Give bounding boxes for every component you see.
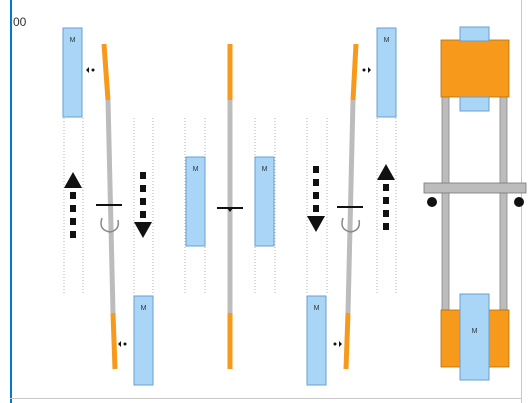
arrow-up-left bbox=[64, 172, 82, 238]
left-border bbox=[10, 0, 12, 403]
tilted-rod-left bbox=[96, 43, 122, 370]
lane-lines-right bbox=[306, 118, 397, 295]
motor-top-right: M bbox=[376, 27, 397, 118]
arrow-down-right bbox=[307, 166, 325, 232]
panel-center: M M bbox=[184, 44, 276, 369]
panel-tilted-left: M M bbox=[62, 27, 154, 386]
motor-label: M bbox=[141, 305, 147, 312]
motor-carriage: M bbox=[459, 293, 490, 381]
motor-label: M bbox=[262, 166, 268, 173]
lane-lines-center bbox=[184, 118, 276, 295]
panel-tilted-right: M M bbox=[306, 27, 397, 386]
arrow-down-left bbox=[134, 172, 152, 238]
top-block bbox=[440, 26, 510, 112]
motor-center-right: M bbox=[254, 156, 275, 247]
motor-label: M bbox=[193, 166, 199, 173]
motor-center-left: M bbox=[185, 156, 206, 247]
motor-label: M bbox=[314, 305, 320, 312]
crossbar bbox=[423, 182, 527, 207]
motor-label: M bbox=[384, 37, 390, 44]
bottom-border bbox=[10, 398, 522, 399]
lane-lines-left bbox=[63, 118, 154, 295]
tilted-rod-right bbox=[337, 43, 363, 370]
carriage-rails bbox=[441, 94, 508, 311]
motor-bottom-left: M bbox=[133, 295, 154, 386]
arrow-up-right bbox=[377, 164, 395, 230]
small-marker-bottom-right bbox=[333, 341, 342, 347]
panel-carriage: M bbox=[423, 26, 527, 381]
small-marker-top-right bbox=[362, 67, 371, 73]
motor-top-left: M bbox=[62, 27, 83, 118]
motor-label: M bbox=[70, 37, 76, 44]
corner-label: 00 bbox=[13, 15, 27, 29]
small-marker-top-left bbox=[86, 67, 95, 73]
motor-label: M bbox=[472, 328, 478, 335]
small-marker-bottom-left bbox=[118, 341, 127, 347]
motor-bottom-right: M bbox=[306, 295, 327, 386]
vertical-rod-center bbox=[217, 44, 243, 369]
